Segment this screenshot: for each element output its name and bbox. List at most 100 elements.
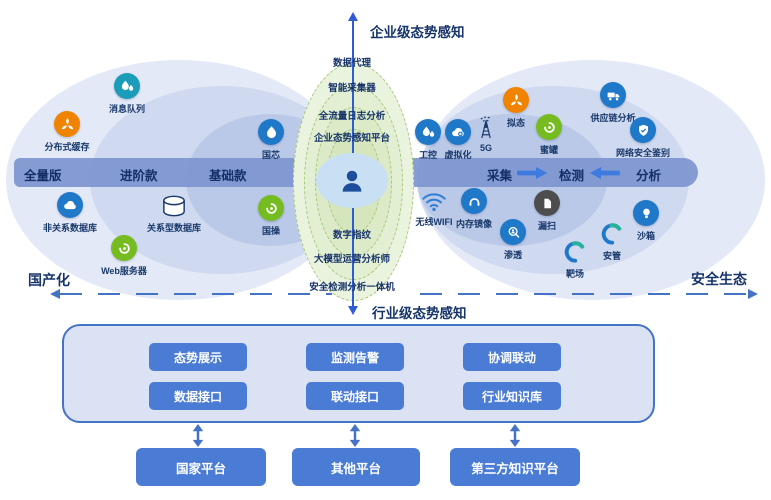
domestic-os-icon [258, 195, 284, 221]
thirdparty-knowledge-platform: 第三方知识平台 [450, 448, 580, 486]
pentest-item: 渗透 [471, 219, 555, 261]
database-cylinder-icon [159, 194, 189, 218]
virtualization-item: 虚拟化 [416, 119, 500, 161]
distributed-cache-icon [54, 111, 80, 137]
security-mgmt-item: 安管 [570, 222, 654, 262]
chain-full-traffic-log-analysis: 全流量日志分析 [318, 111, 386, 122]
mimicry-label: 拟态 [506, 118, 525, 128]
collect-detect-analyze-band [400, 158, 698, 187]
distributed-cache-item: 分布式缓存 [25, 111, 109, 153]
network-security-id-icon [630, 117, 656, 143]
chain-smart-collector: 智能采集器 [328, 83, 376, 94]
relational-db-label: 关系型数据库 [146, 223, 201, 233]
other-platform-connector-icon [349, 424, 361, 447]
industry-knowledge-base-button: 行业知识库 [463, 382, 561, 410]
data-interface-button: 数据接口 [149, 382, 247, 410]
relational-db-item: 关系型数据库 [132, 194, 216, 234]
band-label-collect: 采集 [487, 169, 513, 183]
mimicry-icon [503, 87, 529, 113]
other-platform: 其他平台 [292, 448, 420, 486]
pentest-label: 渗透 [503, 250, 522, 260]
linkage-interface-button: 联动接口 [306, 382, 404, 410]
analyze-to-detect-arrow-icon [590, 167, 620, 179]
band-label-basic: 基础款 [209, 169, 247, 183]
message-queue-item: 消息队列 [85, 73, 169, 115]
security-mgmt-label: 安管 [602, 251, 621, 261]
wifi-label: 无线WIFI [415, 217, 453, 227]
chain-security-detection-appliance: 安全检测分析一体机 [309, 282, 395, 293]
domestic-os-label: 国操 [261, 226, 280, 236]
right-arrowhead-icon [748, 289, 758, 299]
nosql-db-label: 非关系数据库 [42, 223, 97, 233]
network-security-id-label: 网络安全鉴别 [615, 148, 670, 158]
collect-to-detect-arrow-icon [517, 167, 547, 179]
chain-data-agent: 数据代理 [332, 58, 372, 69]
industry-sa-title: 行业级态势感知 [372, 306, 467, 321]
monitor-alert-button: 监测告警 [306, 343, 404, 371]
message-queue-icon [114, 73, 140, 99]
network-security-id-item: 网络安全鉴别 [601, 117, 685, 159]
virtualization-label: 虚拟化 [444, 150, 472, 160]
supply-chain-icon [600, 82, 626, 108]
sandbox-icon [633, 200, 659, 226]
wifi-item: 无线WIFI [392, 191, 476, 228]
chain-digital-fingerprint: 数字指纹 [332, 230, 372, 241]
ecosystem-axis-label: 安全生态 [691, 271, 747, 287]
message-queue-label: 消息队列 [108, 104, 145, 114]
distributed-cache-label: 分布式缓存 [44, 142, 90, 152]
product-versions-band [14, 158, 312, 187]
domestic-os-item: 国操 [229, 195, 313, 237]
memory-mirror-icon [461, 188, 487, 214]
memory-mirror-item: 内存镜像 [432, 188, 516, 230]
person-icon [337, 166, 367, 196]
up-arrowhead-icon [348, 12, 358, 21]
supply-chain-label: 供应链分析 [590, 113, 636, 123]
web-server-label: Web服务器 [101, 266, 147, 276]
honeypot-item: 蜜罐 [507, 114, 591, 156]
domestic-chip-item: 国芯 [229, 119, 313, 161]
five-g-label: 5G [479, 143, 492, 153]
nosql-db-icon [57, 192, 83, 218]
domestic-axis-dash-line [60, 293, 332, 295]
thirdparty-platform-connector-icon [509, 424, 521, 447]
chain-enterprise-sa-platform: 企业态势感知平台 [313, 133, 391, 144]
enterprise-sa-title: 企业级态势感知 [370, 25, 465, 40]
ecosystem-axis-dash-line [420, 293, 746, 295]
honeypot-icon [536, 114, 562, 140]
band-label-detect: 检测 [559, 169, 585, 183]
domestic-axis-label: 国产化 [28, 272, 70, 288]
virtualization-icon [445, 119, 471, 145]
vuln-scan-item: 漏扫 [505, 190, 589, 232]
ics-icon [415, 119, 441, 145]
five-g-item: 5G [444, 112, 528, 153]
web-server-icon [111, 235, 137, 261]
web-server-item: Web服务器 [82, 235, 166, 277]
mimicry-item: 拟态 [474, 87, 558, 129]
band-label-full-version: 全量版 [24, 169, 62, 183]
vuln-scan-label: 漏扫 [537, 221, 556, 231]
sandbox-item: 沙箱 [604, 200, 688, 242]
pentest-icon [500, 219, 526, 245]
down-arrowhead-icon [348, 306, 358, 315]
ics-label: 工控 [418, 150, 437, 160]
domestic-chip-label: 国芯 [261, 150, 280, 160]
coordination-linkage-button: 协调联动 [463, 343, 561, 371]
nosql-db-item: 非关系数据库 [28, 192, 112, 234]
left-arrowhead-icon [50, 289, 60, 299]
supply-chain-item: 供应链分析 [571, 82, 655, 124]
situation-display-button: 态势展示 [149, 343, 247, 371]
band-label-advanced: 进阶款 [120, 169, 158, 183]
domestic-chip-icon [258, 119, 284, 145]
national-platform-connector-icon [192, 424, 204, 447]
band-label-analyze: 分析 [636, 169, 662, 183]
cyber-range-item: 靶场 [533, 240, 617, 280]
memory-mirror-label: 内存镜像 [455, 219, 492, 229]
national-platform: 国家平台 [136, 448, 266, 486]
ics-item: 工控 [386, 119, 470, 161]
sandbox-label: 沙箱 [636, 231, 655, 241]
cyber-range-label: 靶场 [565, 269, 584, 279]
user-bubble [316, 153, 388, 208]
vuln-scan-icon [534, 190, 560, 216]
honeypot-label: 蜜罐 [539, 145, 558, 155]
